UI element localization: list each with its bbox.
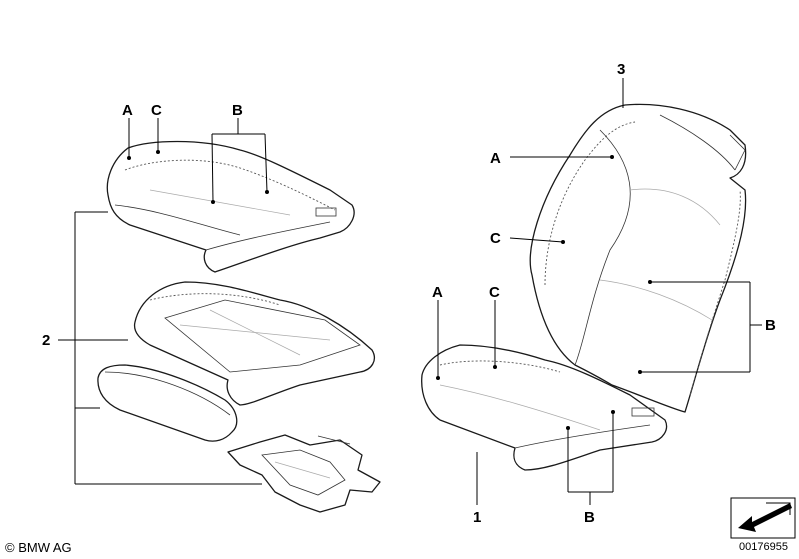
callout-backrest-c: C bbox=[490, 230, 501, 247]
seat-foam-pad bbox=[97, 364, 238, 442]
callout-cushion-b: B bbox=[232, 102, 243, 119]
callout-labels: A C B 2 3 A C B A C 1 B bbox=[42, 61, 776, 526]
callout-backrest-3: 3 bbox=[617, 61, 625, 78]
leader-lines bbox=[58, 78, 762, 505]
callout-cushion-a: A bbox=[122, 102, 133, 119]
callout-seat-1: 1 bbox=[473, 509, 481, 526]
callout-cushion-c: C bbox=[151, 102, 162, 119]
backrest-assembly bbox=[529, 103, 747, 413]
callout-group-2: 2 bbox=[42, 332, 50, 349]
callout-seat-a: A bbox=[432, 284, 443, 301]
callout-backrest-a: A bbox=[490, 150, 501, 167]
callout-backrest-b: B bbox=[765, 317, 776, 334]
seat-cushion-assembly bbox=[421, 344, 668, 471]
diagram-id: 00176955 bbox=[739, 541, 788, 553]
leader-dots bbox=[127, 150, 652, 430]
callout-seat-c: C bbox=[489, 284, 500, 301]
arrow-down-left-icon[interactable] bbox=[730, 497, 796, 539]
seat-cushion-cover bbox=[106, 140, 355, 273]
seat-padding bbox=[133, 281, 375, 406]
callout-seat-b: B bbox=[584, 509, 595, 526]
seat-heating-mat bbox=[227, 434, 381, 513]
copyright-notice: © BMW AG bbox=[5, 540, 72, 555]
